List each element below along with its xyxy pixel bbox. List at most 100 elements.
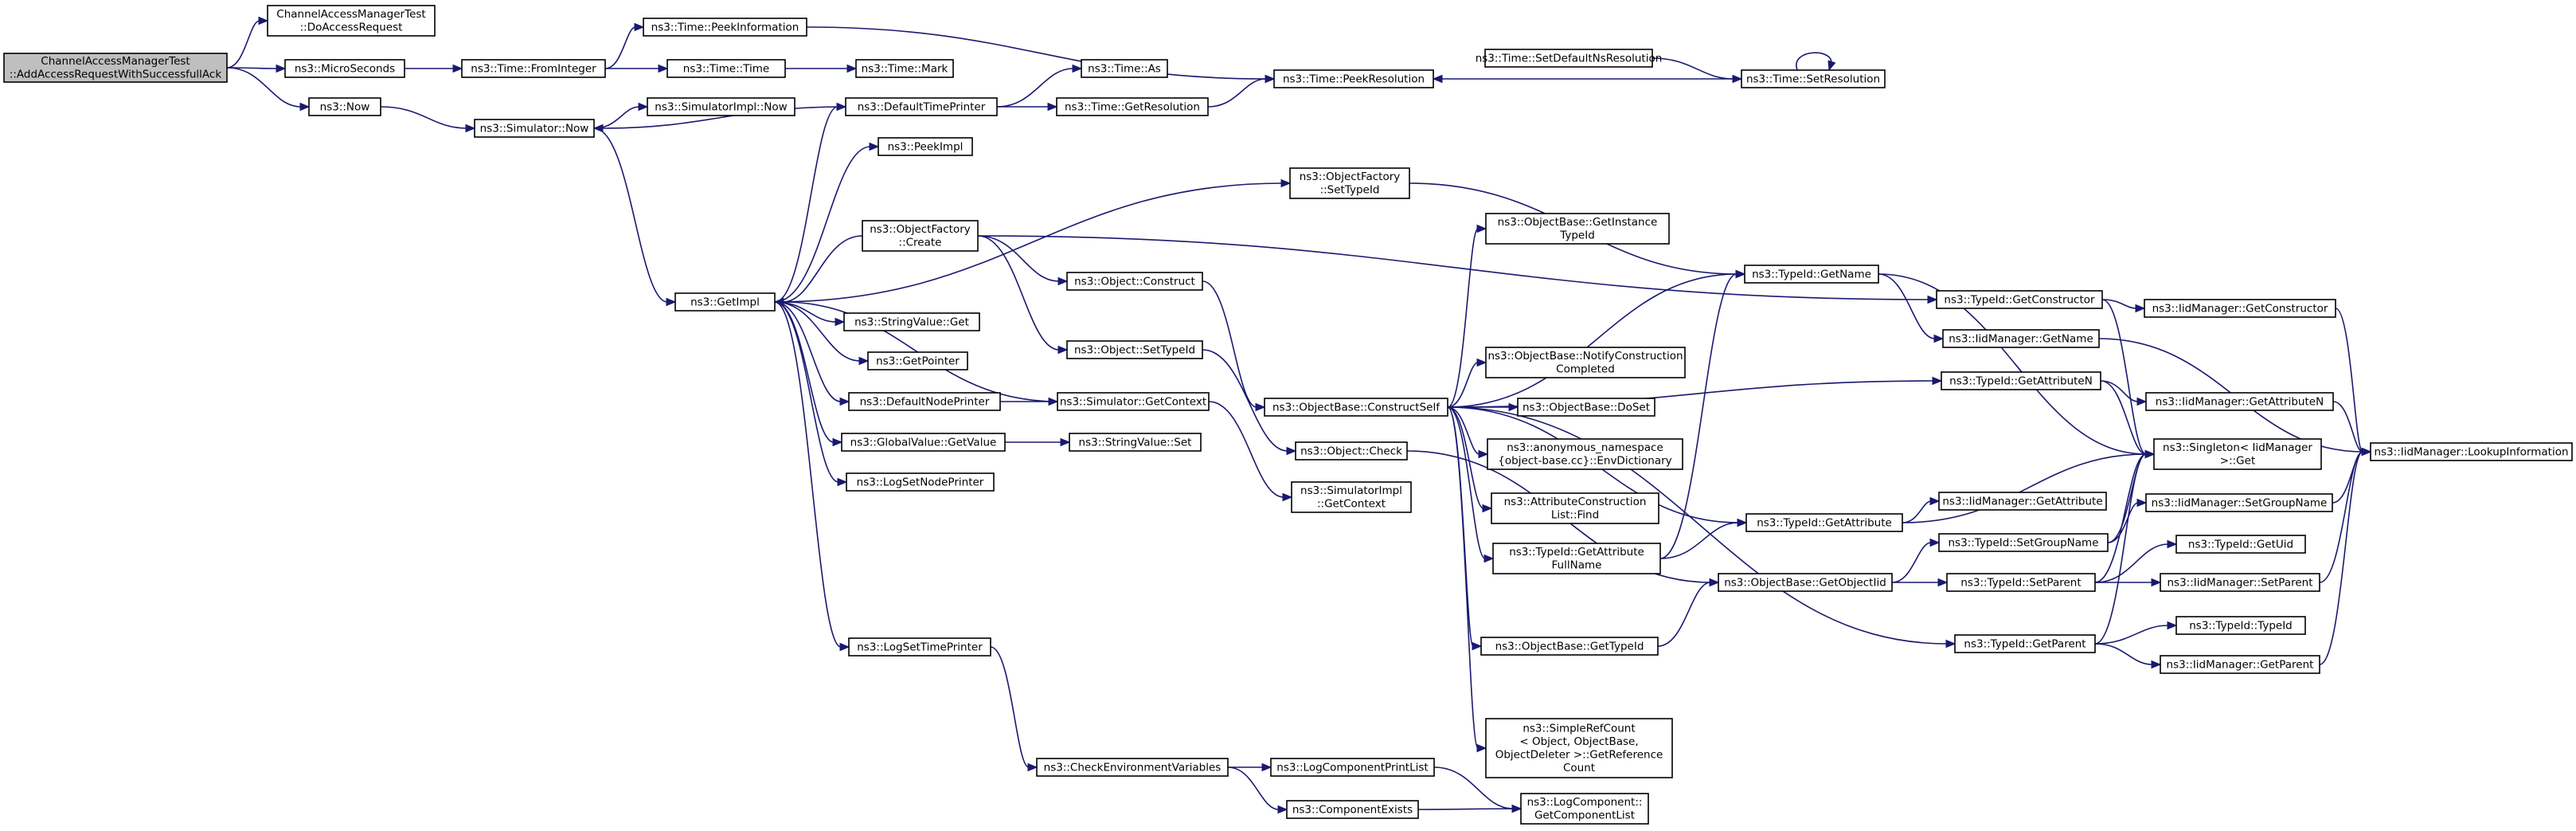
node-gvGetValue[interactable]: ns3::GlobalValue::GetValue [841,433,1006,452]
node-tidGetAttr[interactable]: ns3::TypeId::GetAttribute [1745,513,1903,532]
node-box[interactable] [1056,97,1209,116]
node-box[interactable] [2145,392,2334,411]
node-tidSetGroup[interactable]: ns3::TypeId::SetGroupName [1938,533,2109,552]
node-objSetTypeId[interactable]: ns3::Object::SetTypeId [1066,340,1203,359]
node-box[interactable] [1517,398,1655,417]
node-mark[interactable]: ns3::Time::Mark [855,59,954,78]
node-box[interactable] [474,119,595,138]
node-box[interactable] [1273,69,1434,88]
node-box[interactable] [2175,535,2306,554]
node-root[interactable]: ChannelAccessManagerTest::AddAccessReque… [3,53,228,83]
node-box[interactable] [2160,573,2320,592]
node-box[interactable] [841,433,1006,452]
node-simpleRef[interactable]: ns3::SimpleRefCount< Object, ObjectBase,… [1485,718,1673,778]
node-iidGetAttr[interactable]: ns3::IidManager::GetAttribute [1938,492,2107,511]
node-box[interactable] [845,97,998,116]
node-box[interactable] [1745,513,1903,532]
node-box[interactable] [461,59,606,78]
node-setDefNs[interactable]: ns3::Time::SetDefaultNsResolution [1476,49,1663,68]
node-iidGetAttrN[interactable]: ns3::IidManager::GetAttributeN [2145,392,2334,411]
node-box[interactable] [846,472,995,492]
node-box[interactable] [1491,492,1659,524]
node-box[interactable] [1936,290,2103,309]
node-box[interactable] [1069,433,1202,452]
node-getCompList[interactable]: ns3::LogComponent::GetComponentList [1520,793,1649,825]
node-box[interactable] [666,59,786,78]
node-iidSetGroup[interactable]: ns3::IidManager::SetGroupName [2145,493,2333,512]
node-box[interactable] [1938,492,2107,511]
node-box[interactable] [1264,398,1448,417]
node-box[interactable] [862,220,979,252]
node-box[interactable] [1942,329,2100,348]
node-getRes[interactable]: ns3::Time::GetResolution [1056,97,1209,116]
node-micro[interactable]: ns3::MicroSeconds [284,59,405,78]
node-timeAs[interactable]: ns3::Time::As [1081,59,1168,78]
node-tidTypeId[interactable]: ns3::TypeId::TypeId [2175,616,2306,635]
node-getImpl[interactable]: ns3::GetImpl [674,292,776,312]
node-box[interactable] [643,18,807,37]
node-logSetNode[interactable]: ns3::LogSetNodePrinter [846,472,995,492]
node-box[interactable] [647,97,795,116]
node-box[interactable] [1484,49,1653,68]
node-box[interactable] [2370,442,2573,461]
node-checkEnv[interactable]: ns3::CheckEnvironmentVariables [1036,758,1229,777]
node-box[interactable] [1487,438,1683,470]
node-box[interactable] [1480,637,1659,656]
node-box[interactable] [843,312,980,331]
node-peekRes[interactable]: ns3::Time::PeekResolution [1273,69,1434,88]
node-box[interactable] [1291,481,1412,513]
node-obNotify[interactable]: ns3::ObjectBase::NotifyConstructionCompl… [1485,347,1686,378]
node-obDoSet[interactable]: ns3::ObjectBase::DoSet [1517,398,1655,417]
node-logSetTime[interactable]: ns3::LogSetTimePrinter [848,637,991,657]
node-box[interactable] [1081,59,1168,78]
node-box[interactable] [848,637,991,657]
node-box[interactable] [1286,800,1419,819]
node-box[interactable] [1520,793,1649,825]
node-tidGetName[interactable]: ns3::TypeId::GetName [1744,265,1879,284]
node-box[interactable] [2145,493,2333,512]
node-constructSelf[interactable]: ns3::ObjectBase::ConstructSelf [1264,398,1448,417]
node-iidGetParent[interactable]: ns3::IidManager::GetParent [2160,655,2320,674]
node-box[interactable] [1938,533,2109,552]
node-box[interactable] [3,53,228,83]
node-doAccess[interactable]: ChannelAccessManagerTest::DoAccessReques… [267,5,436,37]
node-strSet[interactable]: ns3::StringValue::Set [1069,433,1202,452]
node-box[interactable] [1485,718,1673,778]
node-tidSetParent[interactable]: ns3::TypeId::SetParent [1946,573,2096,592]
node-box[interactable] [1270,758,1435,777]
node-box[interactable] [1295,441,1408,461]
node-box[interactable] [1744,265,1879,284]
node-obGetTid[interactable]: ns3::ObjectBase::GetTypeId [1480,637,1659,656]
node-simImplNow[interactable]: ns3::SimulatorImpl::Now [647,97,795,116]
node-box[interactable] [2153,438,2322,470]
node-box[interactable] [2175,616,2306,635]
node-box[interactable] [1057,392,1210,411]
node-box[interactable] [855,59,954,78]
node-box[interactable] [1718,573,1893,592]
node-strGet[interactable]: ns3::StringValue::Get [843,312,980,331]
node-iidSetParent[interactable]: ns3::IidManager::SetParent [2160,573,2320,592]
node-iidGetCtor[interactable]: ns3::IidManager::GetConstructor [2144,299,2336,318]
node-tidGetAttrN[interactable]: ns3::TypeId::GetAttributeN [1941,371,2101,390]
node-compExists[interactable]: ns3::ComponentExists [1286,800,1419,819]
node-defNode[interactable]: ns3::DefaultNodePrinter [848,392,1001,411]
node-singleton[interactable]: ns3::Singleton< IidManager >::Get [2153,438,2322,470]
node-tidGetUid[interactable]: ns3::TypeId::GetUid [2175,535,2306,554]
node-envDict[interactable]: ns3::anonymous_namespace{object-base.cc}… [1487,438,1683,470]
node-box[interactable] [2144,299,2336,318]
node-box[interactable] [878,137,973,156]
node-box[interactable] [1485,213,1670,245]
node-box[interactable] [867,351,968,370]
node-box[interactable] [1492,543,1661,574]
node-objCheck[interactable]: ns3::Object::Check [1295,441,1408,461]
node-objConstruct[interactable]: ns3::Object::Construct [1066,272,1203,291]
node-box[interactable] [1066,340,1203,359]
node-ofSetTypeId[interactable]: ns3::ObjectFactory::SetTypeId [1289,167,1410,199]
node-obGetObjTid[interactable]: ns3::ObjectBase::GetObjectIid [1718,573,1893,592]
node-simImplCtx[interactable]: ns3::SimulatorImpl::GetContext [1291,481,1412,513]
node-setRes[interactable]: ns3::Time::SetResolution [1741,69,1886,88]
node-simNow[interactable]: ns3::Simulator::Now [474,119,595,138]
node-box[interactable] [674,292,776,312]
